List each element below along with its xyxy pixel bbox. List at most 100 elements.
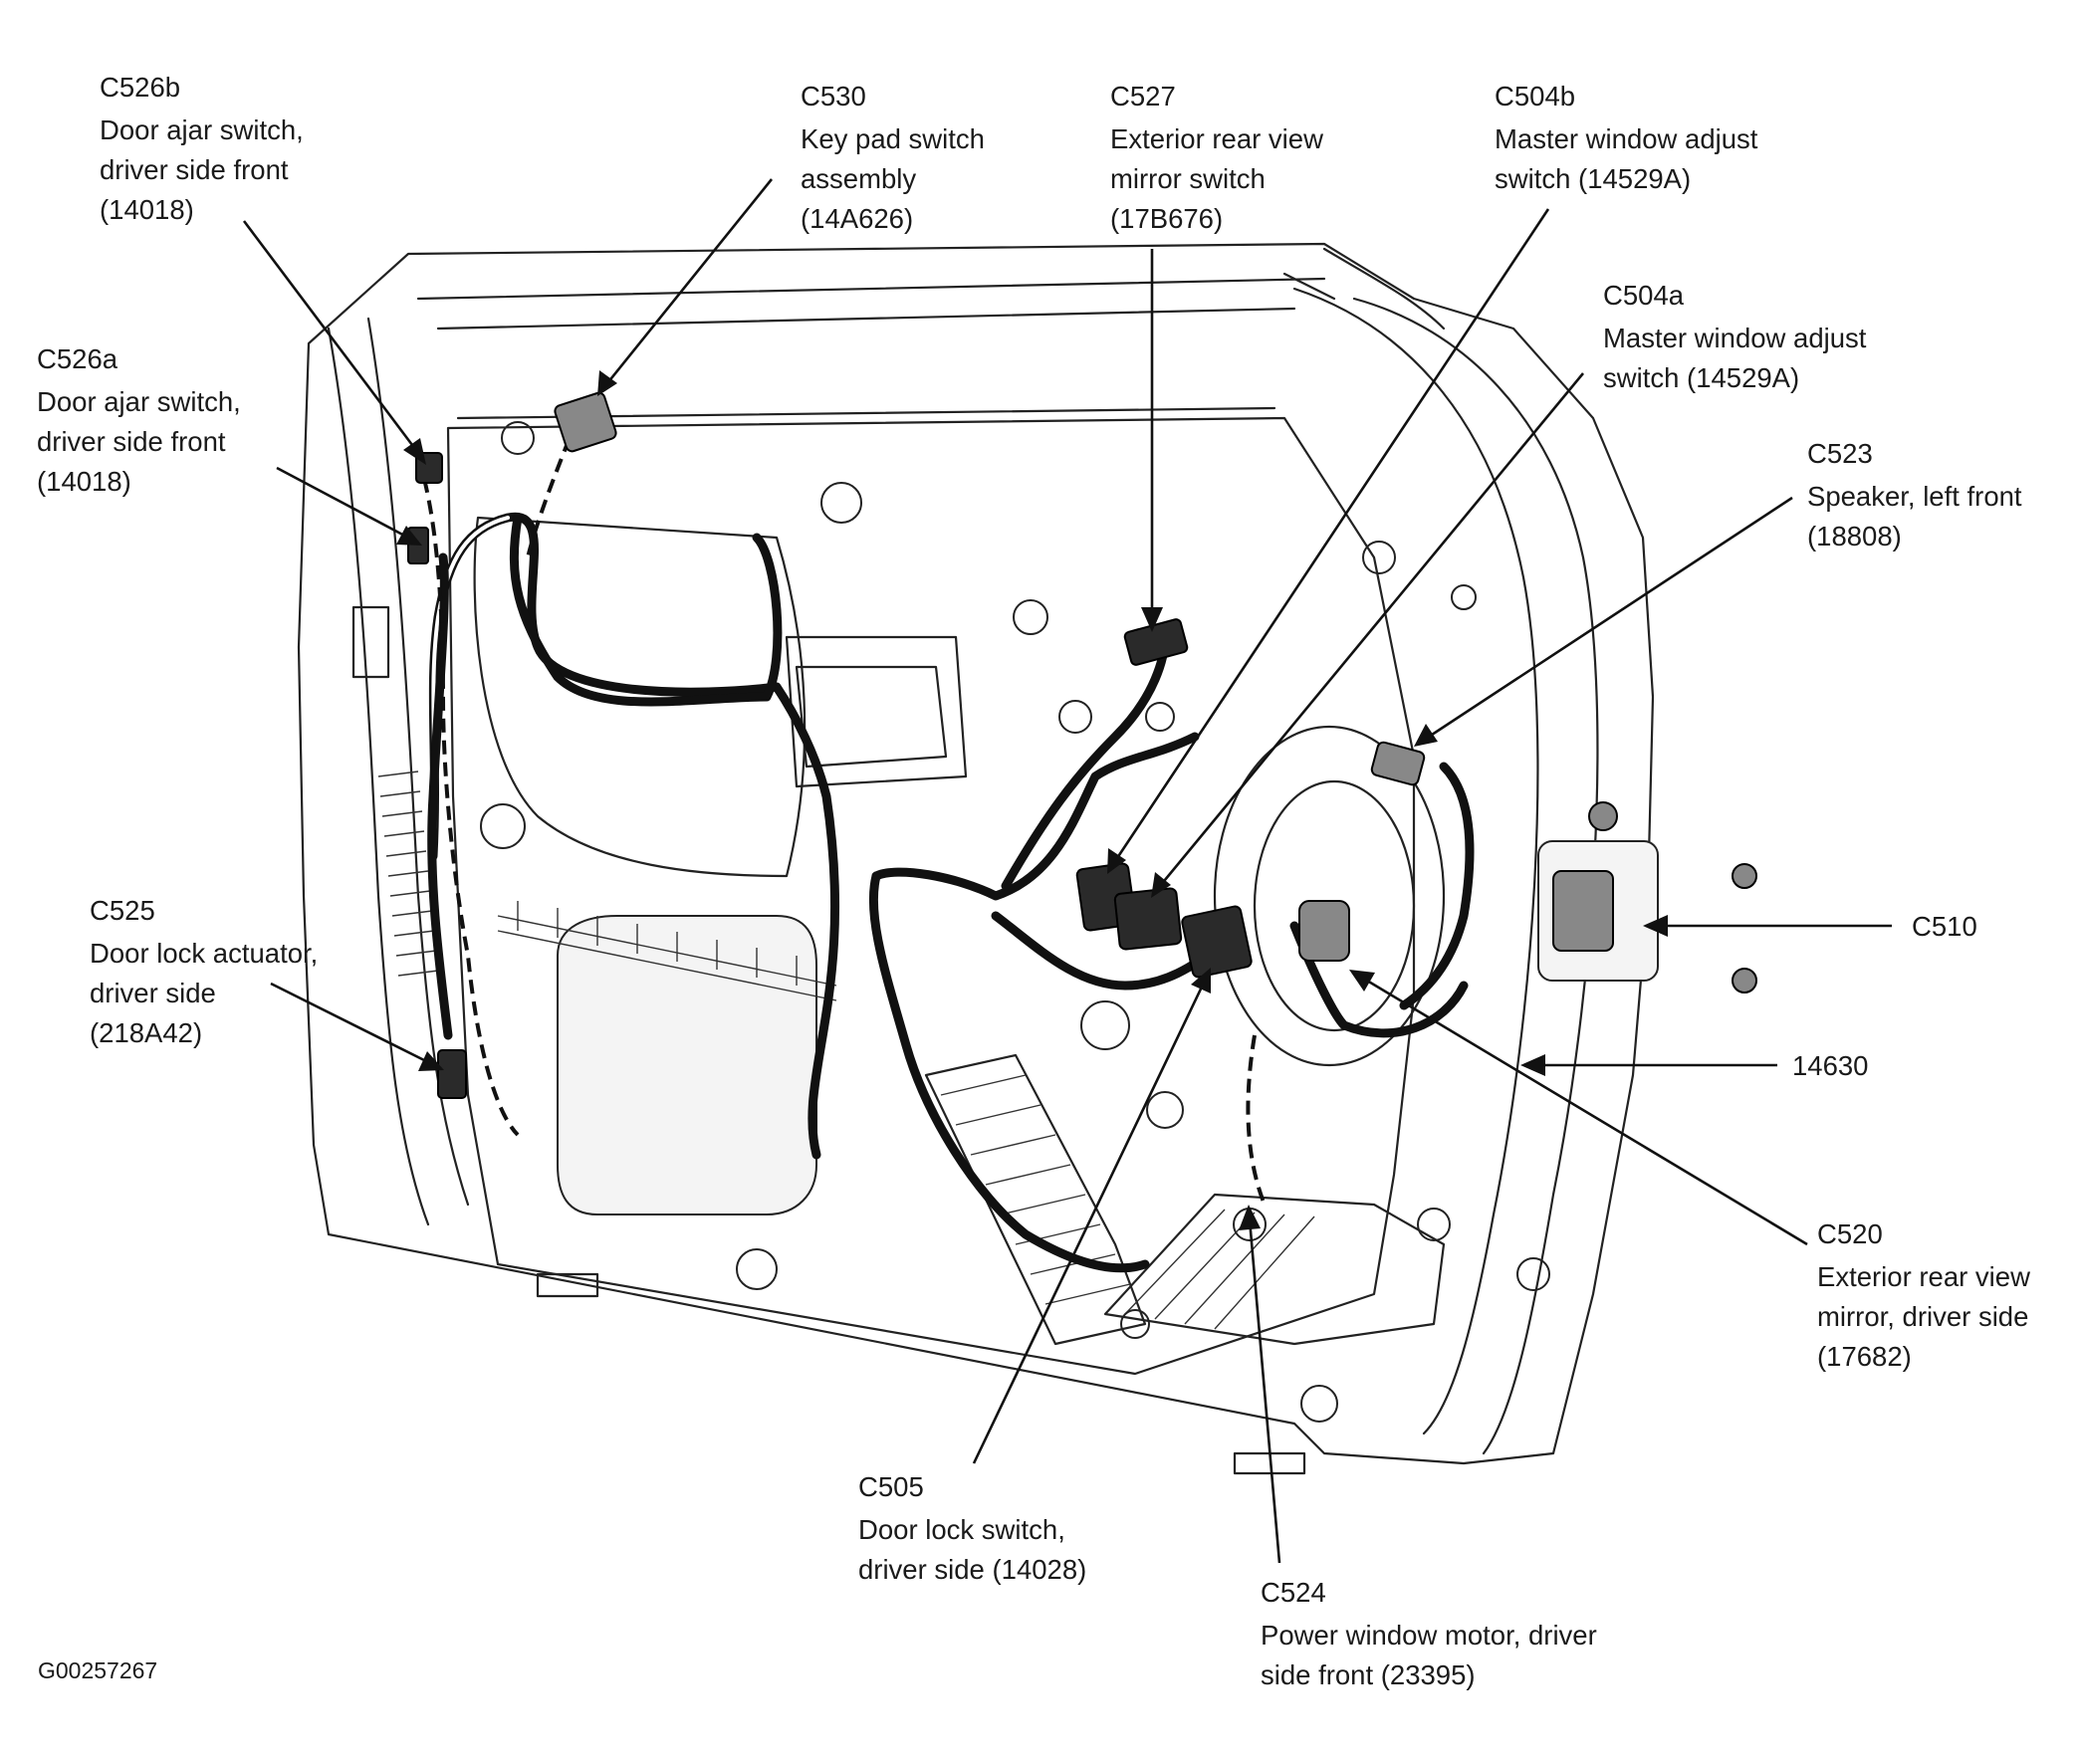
callout-C523: C523 Speaker, left front (18808) [1807,438,2029,551]
harness-dashed-bottom [1246,1034,1267,1206]
callout-C530-line: C530 [801,81,866,111]
leader-C505 [972,980,1207,1464]
arrowhead-C526b [403,438,426,465]
callout-C504a-line: C504a [1603,280,1685,311]
arrowhead-C524 [1239,1205,1261,1230]
arrowhead-C525 [418,1051,444,1071]
mirror-mount-knob [1588,801,1618,831]
wiring-harness [416,417,1475,1273]
harness-to-window-motor [1289,921,1469,1038]
door-bottom-tray-stripes [1124,1209,1315,1330]
leader-C504b [1113,208,1550,862]
door-illustration [297,242,1655,1475]
lower-left-hatch-bar [497,901,837,1001]
callout-C526a-line: (14018) [37,466,131,497]
callout-C524-line: C524 [1261,1577,1326,1608]
panel-hole [1451,584,1477,610]
callout-C505-line: driver side (14028) [858,1554,1086,1585]
panel-hole [736,1248,778,1290]
callout-C504a-line: switch (14529A) [1603,362,1799,393]
door-belt-rail [416,277,1326,420]
callout-C527-line: C527 [1110,81,1176,111]
harness-to-speaker [1399,762,1475,1010]
callout-C524-line: Power window motor, driver [1261,1620,1597,1651]
connector-C523 [1370,741,1426,786]
door-left-edge [327,327,430,1226]
door-inner-panel [446,416,1416,1376]
door-left-edge-inner [366,317,470,1207]
callout-C520-line: mirror, driver side [1817,1301,2028,1332]
connector-C524 [1298,900,1350,962]
callout-C523-line: C523 [1807,438,1873,469]
fastener-screw [1732,968,1757,993]
panel-hole [1120,1309,1150,1339]
panel-hole [1145,702,1175,732]
callout-C520-line: C520 [1817,1218,1883,1249]
callout-14630-line: 14630 [1792,1050,1868,1081]
panel-hole [1080,1000,1130,1050]
callout-C525-line: driver side [90,978,216,1008]
callout-C504a-line: Master window adjust [1603,323,1867,353]
speaker-recess-inner [1253,779,1416,1032]
leader-lines [242,178,1892,1564]
callout-C520-line: (17682) [1817,1341,1912,1372]
callout-C504b-line: switch (14529A) [1495,163,1691,194]
leader-C520 [1361,976,1808,1246]
figure-reference-id: G00257267 [38,1657,157,1683]
callout-C505: C505 Door lock switch, driver side (1402… [858,1471,1086,1585]
callout-C504b-line: Master window adjust [1495,123,1758,154]
callout-C526a-line: driver side front [37,426,226,457]
harness-lower-run [868,871,1150,1273]
panel-hole [501,421,535,455]
panel-hole [1417,1208,1451,1241]
leader-C530 [605,178,774,384]
callout-C526b: C526b Door ajar switch, driver side fron… [100,72,311,225]
callout-C524-line: side front (23395) [1261,1659,1476,1690]
callout-C505-line: C505 [858,1471,924,1502]
leader-C504a [1158,372,1585,887]
connector-C505 [1181,905,1253,979]
callout-C526a-line: Door ajar switch, [37,386,241,417]
leader-C523 [1425,496,1793,741]
callout-C527-line: mirror switch [1110,163,1266,194]
callout-C527: C527 Exterior rear view mirror switch (1… [1110,81,1331,234]
connector-C504a [1113,887,1183,951]
panel-hole [1300,1385,1338,1423]
harness-top-loop [509,513,783,707]
panel-hole [1516,1257,1550,1291]
leader-C525 [270,982,431,1065]
panel-hole [1146,1091,1184,1129]
callout-14630: 14630 [1792,1050,1868,1081]
connector-C530 [554,391,617,453]
regulator-channel [924,1053,1147,1346]
callout-C510-line: C510 [1912,911,1977,942]
regulator-channel-stripes [940,1074,1131,1305]
callout-C527-line: (17B676) [1110,203,1223,234]
door-access-hole-left [557,915,817,1215]
callout-C526a: C526a Door ajar switch, driver side fron… [37,343,248,497]
callout-C524: C524 Power window motor, driver side fro… [1261,1577,1604,1690]
callout-C530-line: (14A626) [801,203,913,234]
callout-C504b-line: C504b [1495,81,1575,111]
panel-hole [820,482,862,524]
callout-C504a: C504a Master window adjust switch (14529… [1603,280,1874,393]
callout-C504b: C504b Master window adjust switch (14529… [1495,81,1765,194]
arrowhead-C520 [1349,970,1375,992]
callout-C525-line: Door lock actuator, [90,938,318,969]
connector-C527 [1123,618,1189,666]
callout-C525: C525 Door lock actuator, driver side (21… [90,895,326,1048]
panel-hole [1362,541,1396,574]
arrowhead-14630 [1520,1054,1545,1076]
arrowhead-C504b [1107,848,1126,874]
arrowhead-C523 [1414,724,1438,747]
harness-dashed-key-pad [526,417,579,558]
door-outer-shell [297,242,1655,1465]
door-upper-left-opening [473,516,807,878]
callout-C510: C510 [1912,911,1977,942]
arrowhead-C527 [1141,607,1163,632]
callout-C526b-line: C526b [100,72,180,103]
callout-C526b-line: driver side front [100,154,289,185]
callout-C530-line: assembly [801,163,916,194]
arrowhead-C526a [396,526,422,546]
